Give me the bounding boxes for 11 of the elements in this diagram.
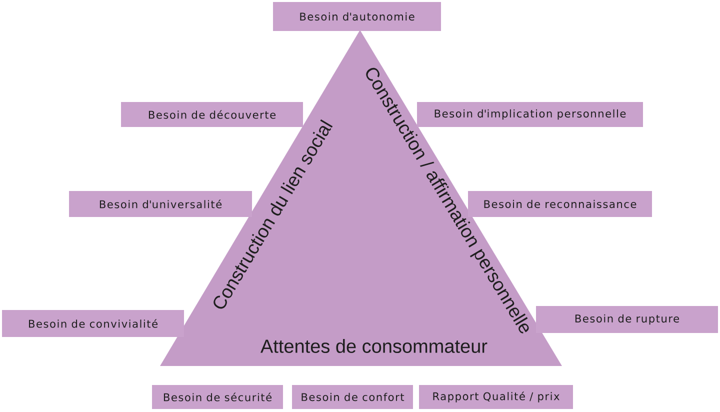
text-box: Besoin de rupture: [536, 306, 718, 333]
text-box: Besoin de sécurité: [152, 384, 283, 409]
text-box: Besoin d'implication personnelle: [417, 102, 643, 127]
text-box: Besoin d'autonomie: [273, 2, 441, 31]
text-box: Besoin de convivialité: [2, 310, 184, 337]
text-box: Besoin de découverte: [121, 102, 303, 127]
text-box: Besoin d'universalité: [69, 191, 252, 217]
text-box: Besoin de confort: [292, 384, 413, 409]
text-box: Besoin de reconnaissance: [468, 191, 652, 217]
triangle-label: Attentes de consommateur: [260, 339, 488, 353]
text-box: Rapport Qualité / prix: [419, 384, 573, 409]
